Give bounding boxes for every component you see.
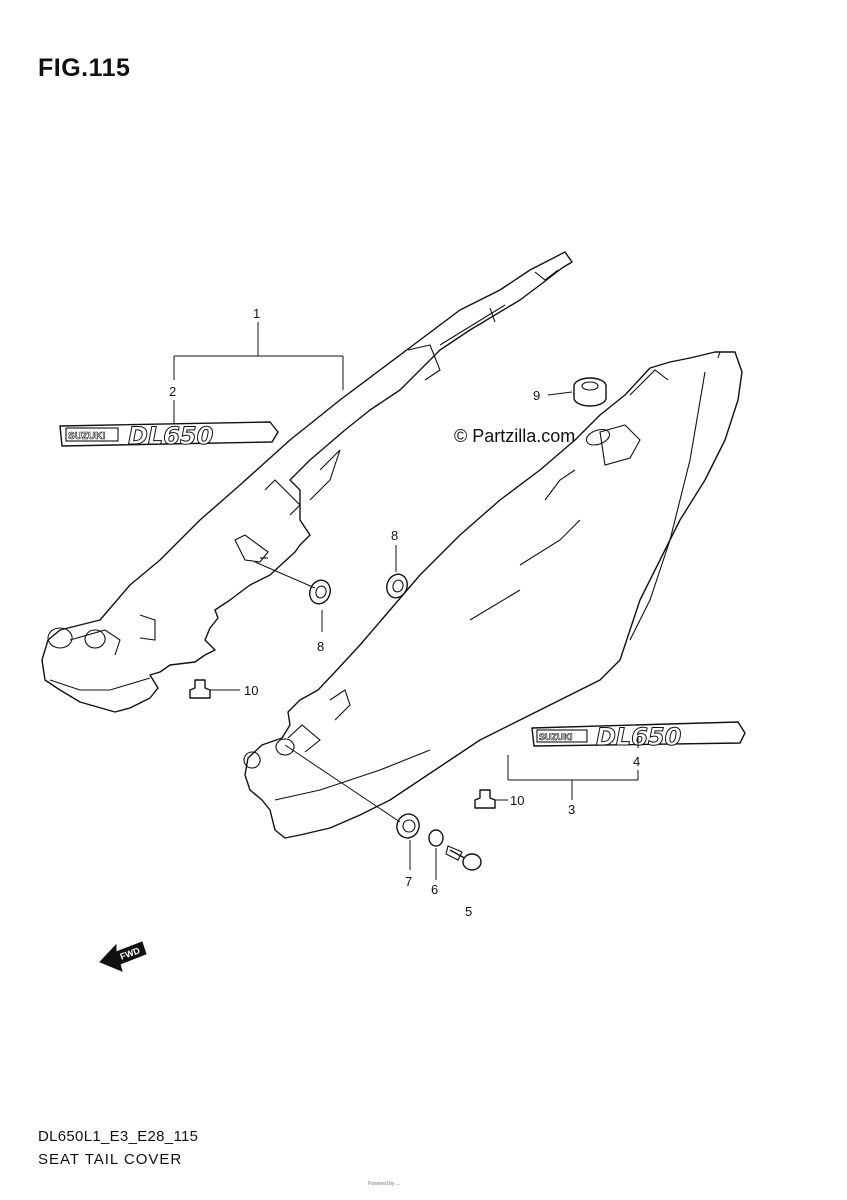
callout-3: 3 <box>568 802 575 817</box>
figure-title: FIG.115 <box>38 54 131 82</box>
emblem-right-brand: SUZUKI <box>539 732 573 742</box>
footer-fine-print: Powered by ... <box>368 1181 400 1187</box>
emblem-left-model: DL650 <box>128 422 213 450</box>
emblem-left: SUZUKI DL650 <box>59 421 279 451</box>
callout-5: 5 <box>465 904 472 919</box>
emblem-left-brand: SUZUKI <box>68 431 105 442</box>
cushion-7 <box>396 813 420 839</box>
callout-8-right: 8 <box>391 528 398 543</box>
left-tail-cover <box>41 251 573 713</box>
callout-1: 1 <box>253 306 260 321</box>
figure-code: DL650L1_E3_E28_115 <box>38 1128 199 1145</box>
callout-7: 7 <box>405 874 412 889</box>
callout-10-right: 10 <box>510 793 524 808</box>
callout-8-left: 8 <box>317 639 324 654</box>
copyright-watermark: © Partzilla.com <box>454 426 576 446</box>
emblem-right-model: DL650 <box>596 723 681 751</box>
clip-10-right <box>474 789 496 809</box>
callout-10-left: 10 <box>244 683 258 698</box>
spacer-8-right <box>386 573 408 599</box>
callout-2: 2 <box>169 384 176 399</box>
callout-6: 6 <box>431 882 438 897</box>
bolt-5 <box>445 845 482 871</box>
leader-lines <box>173 322 639 880</box>
clip-10-left <box>189 679 211 699</box>
right-tail-cover <box>243 351 743 839</box>
spacer-8-left <box>309 579 331 605</box>
figure-name: SEAT TAIL COVER <box>38 1151 183 1168</box>
forward-arrow-icon: FWD <box>99 941 147 972</box>
grommet-9 <box>573 377 607 407</box>
collar-6 <box>428 829 444 847</box>
emblem-right: SUZUKI DL650 <box>531 721 746 752</box>
callout-4: 4 <box>633 754 640 769</box>
callout-9: 9 <box>533 388 540 403</box>
